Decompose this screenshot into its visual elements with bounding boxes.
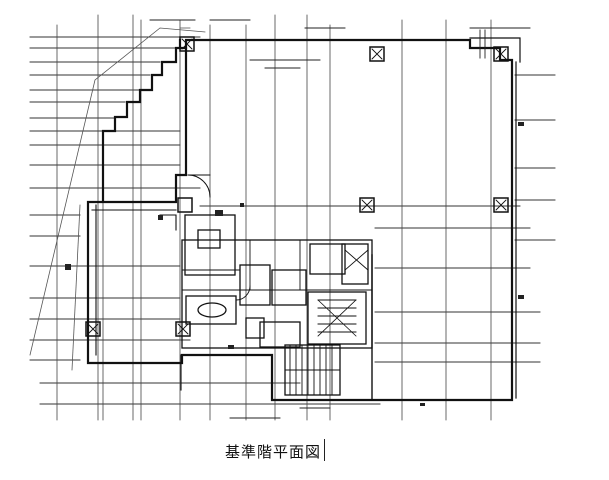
dimension-ticks [149, 19, 531, 419]
interior-walls [91, 204, 182, 391]
core-area [181, 174, 373, 401]
reference-lines [29, 36, 556, 405]
diagonal-lines [29, 27, 206, 371]
columns [85, 36, 509, 337]
annotation-marks [65, 122, 524, 406]
building-outline [86, 37, 521, 402]
text-cursor [324, 439, 325, 461]
grid-lines [56, 14, 492, 421]
floor-plan-drawing [29, 14, 556, 421]
drawing-caption: 基準階平面図 [225, 443, 322, 461]
